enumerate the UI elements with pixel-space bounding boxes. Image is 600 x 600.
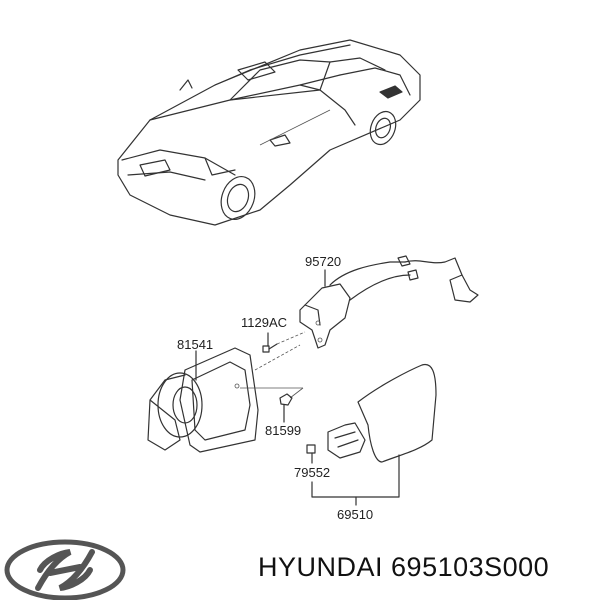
car-illustration (117, 39, 421, 226)
label-95720: 95720 (305, 254, 341, 269)
hyundai-logo (4, 539, 126, 600)
label-81599: 81599 (265, 423, 301, 438)
fuel-door-actuator (299, 255, 479, 349)
bolt-1129ac (254, 331, 306, 371)
fuel-filler-housing (147, 347, 304, 453)
clip-81599 (279, 393, 293, 423)
fuel-filler-door (306, 363, 437, 506)
label-69510: 69510 (337, 507, 373, 522)
label-1129ac: 1129AC (241, 315, 287, 330)
part-title: HYUNDAI 695103S000 (258, 552, 549, 583)
label-79552: 79552 (294, 465, 330, 480)
part-number: 695103S000 (391, 552, 550, 582)
label-81541: 81541 (177, 337, 213, 352)
brand-name: HYUNDAI (258, 552, 384, 582)
